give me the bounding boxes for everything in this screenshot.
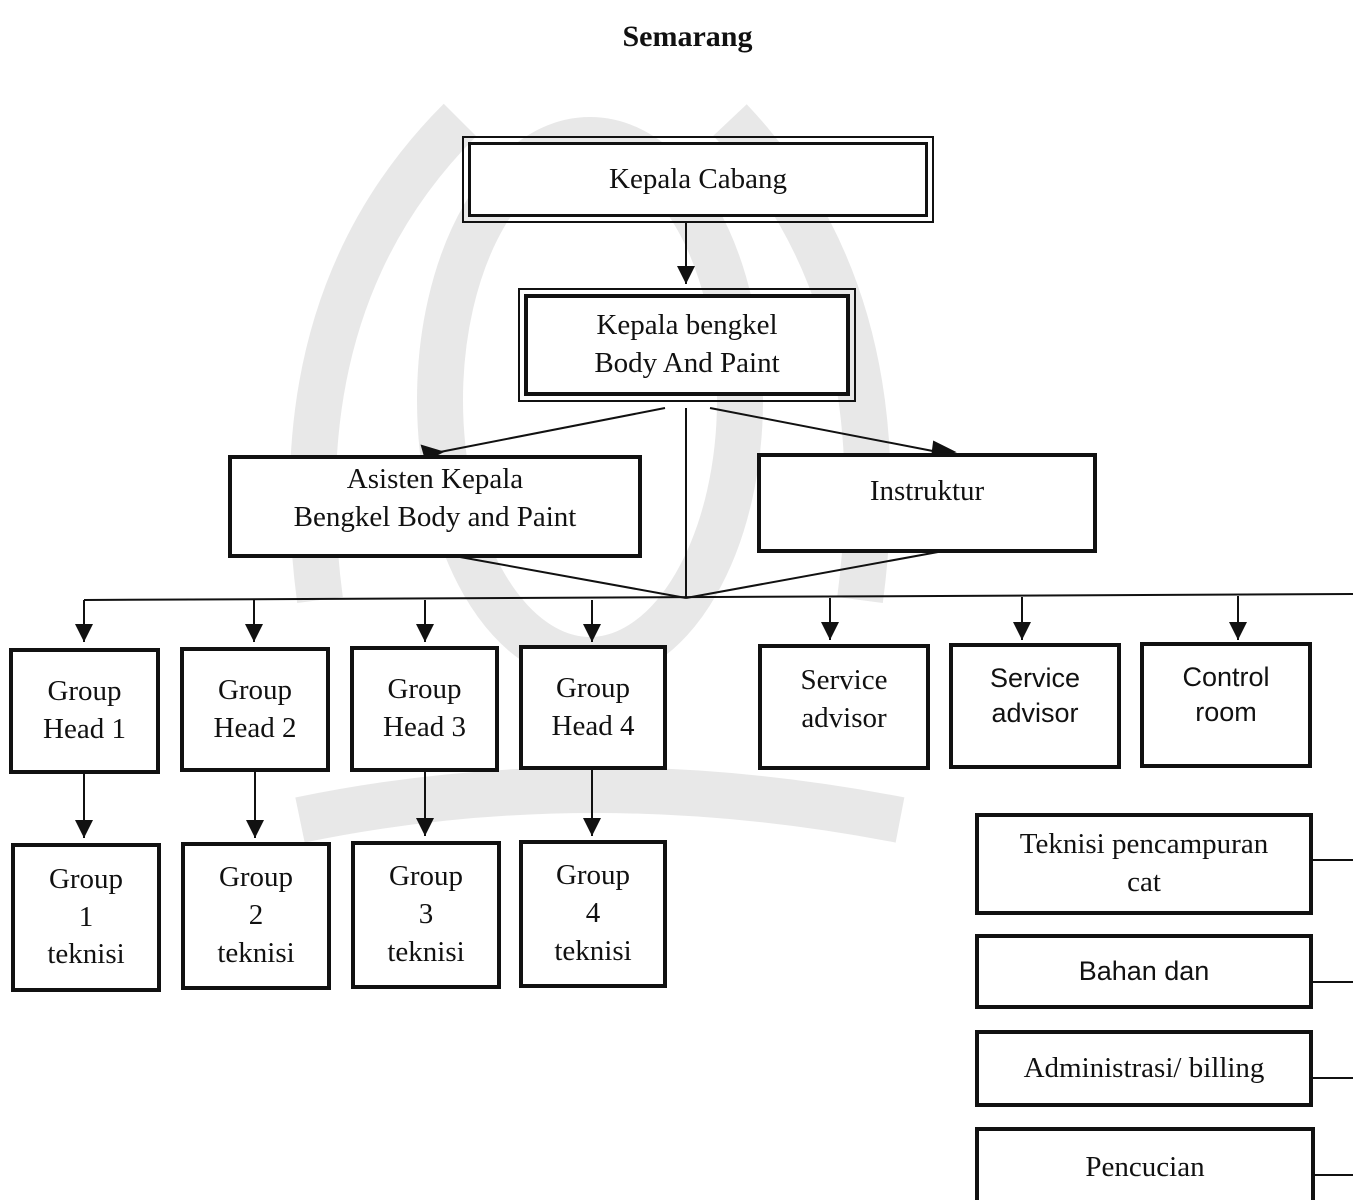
node-service-advisor-1: Service advisor xyxy=(758,644,930,770)
node-label: Group 2 teknisi xyxy=(217,861,295,969)
node-pencucian: Pencucian xyxy=(975,1127,1315,1200)
node-label: Group Head 3 xyxy=(383,673,466,743)
page-title: Semarang xyxy=(622,20,753,53)
node-service-advisor-2: Service advisor xyxy=(949,643,1121,769)
node-group-1-teknisi: Group 1 teknisi xyxy=(11,843,161,992)
node-label: Group Head 2 xyxy=(213,673,297,744)
node-label: Group 3 teknisi xyxy=(387,860,465,968)
node-asisten-kepala-bengkel: Asisten Kepala Bengkel Body and Paint xyxy=(228,455,642,558)
node-teknisi-pencampuran-cat: Teknisi pencampuran cat xyxy=(975,813,1313,915)
node-label: Service advisor xyxy=(800,664,888,734)
node-label: Group 1 teknisi xyxy=(47,862,125,971)
node-kepala-bengkel: Kepala bengkel Body And Paint xyxy=(518,288,856,402)
node-label: Group Head 4 xyxy=(551,671,635,742)
node-group-2-teknisi: Group 2 teknisi xyxy=(181,842,331,990)
node-label: Control room xyxy=(1182,662,1270,728)
node-label: Bahan dan xyxy=(1078,956,1210,986)
node-label: Kepala Cabang xyxy=(609,162,787,195)
node-administrasi-billing: Administrasi/ billing xyxy=(975,1030,1313,1107)
node-label: Teknisi pencampuran cat xyxy=(1019,828,1269,898)
node-control-room: Control room xyxy=(1140,642,1312,768)
node-group-4-teknisi: Group 4 teknisi xyxy=(519,840,667,988)
node-group-head-1: Group Head 1 xyxy=(9,648,160,774)
node-group-3-teknisi: Group 3 teknisi xyxy=(351,841,501,989)
node-label: Group 4 teknisi xyxy=(554,859,632,967)
node-label: Asisten Kepala Bengkel Body and Paint xyxy=(293,462,577,533)
node-group-head-4: Group Head 4 xyxy=(519,645,667,770)
node-label: Kepala bengkel Body And Paint xyxy=(594,309,780,379)
node-group-head-3: Group Head 3 xyxy=(350,646,499,772)
node-instruktur: Instruktur xyxy=(757,453,1097,553)
node-kepala-cabang: Kepala Cabang xyxy=(462,136,934,223)
node-label: Instruktur xyxy=(869,475,985,507)
node-bahan-dan: Bahan dan xyxy=(975,934,1313,1009)
node-label: Administrasi/ billing xyxy=(1023,1051,1265,1084)
node-label: Pencucian xyxy=(1085,1151,1205,1183)
node-group-head-2: Group Head 2 xyxy=(180,647,330,772)
node-label: Group Head 1 xyxy=(43,675,126,745)
node-label: Service advisor xyxy=(989,663,1081,729)
